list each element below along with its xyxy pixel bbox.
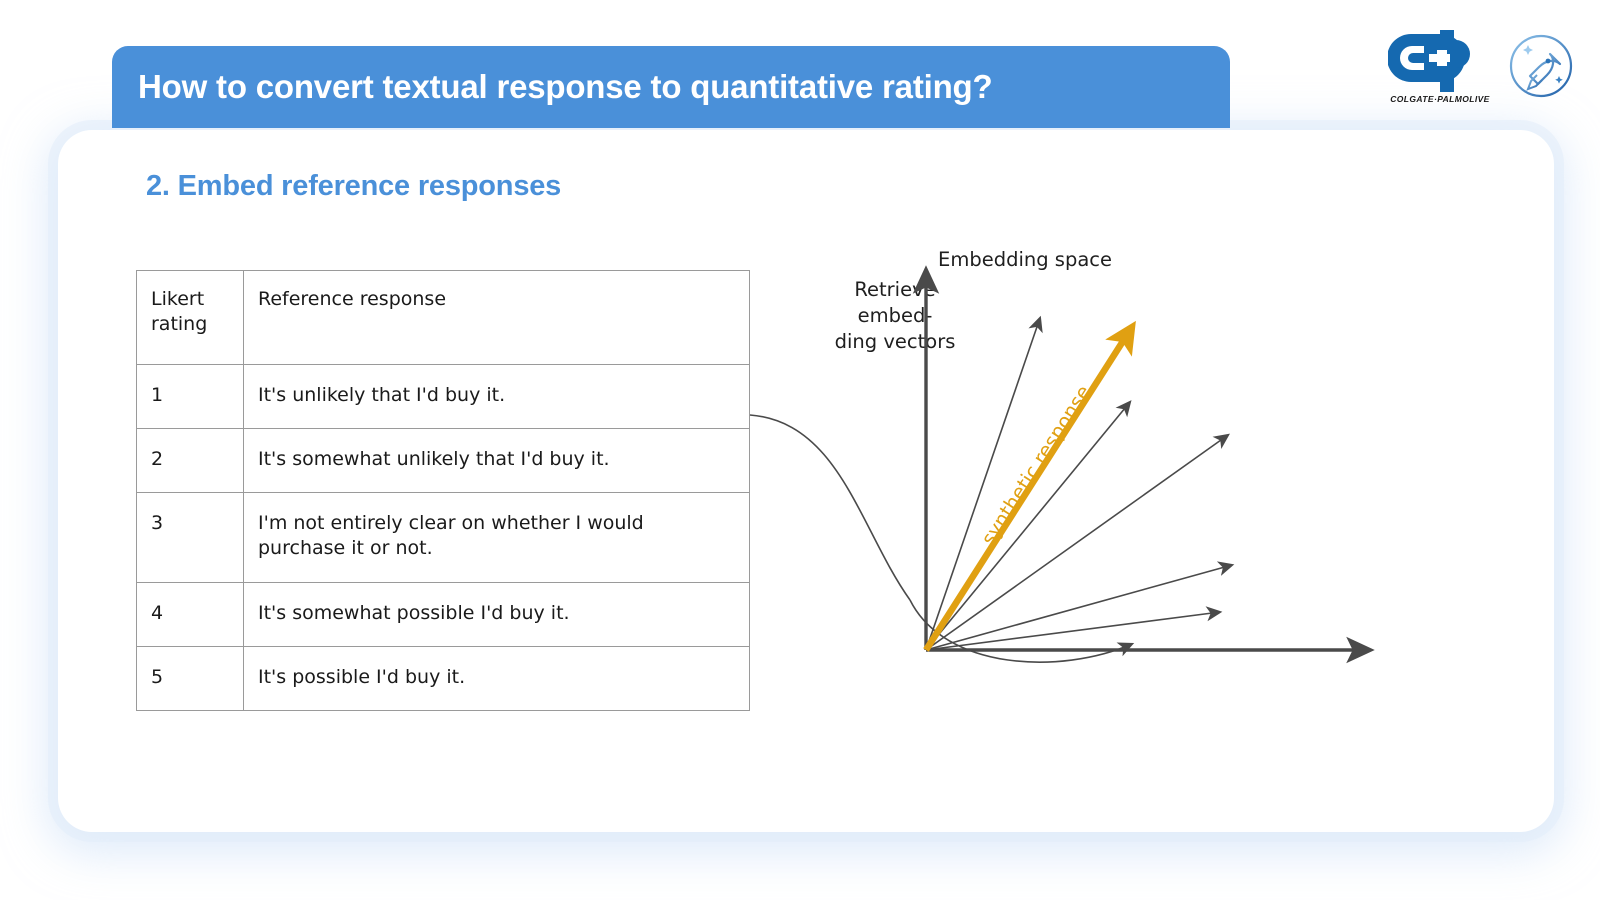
cell-response: It's somewhat possible I'd buy it. [243, 581, 750, 647]
embedding-vector-4 [925, 561, 1235, 651]
cell-response: It's possible I'd buy it. [243, 645, 750, 712]
retrieve-embedding-vectors-label: Retrieve embed- ding vectors [835, 278, 956, 353]
embedding-vector-1 [925, 315, 1043, 651]
column-header-reference-response: Reference response [243, 270, 750, 365]
synthetic-response-vector [923, 320, 1136, 652]
embedding-space-label: Embedding space [938, 248, 1112, 271]
cell-response: I'm not entirely clear on whether I woul… [243, 492, 750, 583]
table-row: 2 It's somewhat unlikely that I'd buy it… [136, 427, 750, 494]
cell-response: It's unlikely that I'd buy it. [243, 363, 750, 429]
table-row: 1 It's unlikely that I'd buy it. [136, 363, 750, 429]
cell-rating: 5 [136, 645, 244, 712]
cell-rating: 3 [136, 492, 244, 583]
colgate-palmolive-wordmark: COLGATE·PALMOLIVE [1390, 94, 1490, 104]
embedding-space-diagram: Embedding space Retrieve embed- ding vec… [749, 248, 1375, 664]
cell-rating: 1 [136, 363, 244, 429]
embedding-vector-3 [925, 433, 1230, 651]
cp-monogram-icon [1387, 30, 1470, 92]
header-banner: How to convert textual response to quant… [112, 46, 1230, 128]
svg-text:Retrieve: Retrieve [854, 278, 935, 301]
colgate-palmolive-logo: COLGATE·PALMOLIVE [1387, 28, 1492, 104]
embedding-vector-5 [925, 606, 1223, 651]
page-title: How to convert textual response to quant… [138, 68, 993, 105]
section-subtitle: 2. Embed reference responses [146, 170, 562, 202]
table-row: 3 I'm not entirely clear on whether I wo… [136, 492, 750, 583]
table-row: 4 It's somewhat possible I'd buy it. [136, 581, 750, 647]
table-row: 5 It's possible I'd buy it. [136, 645, 750, 712]
connector-curve-top [749, 414, 911, 601]
cell-response: It's somewhat unlikely that I'd buy it. [243, 427, 750, 494]
embedding-vector-2 [925, 400, 1132, 651]
svg-text:ding vectors: ding vectors [835, 330, 956, 353]
cell-rating: 2 [136, 427, 244, 494]
rocket-badge-icon [1509, 34, 1573, 98]
branding-logos: COLGATE·PALMOLIVE [1387, 28, 1578, 104]
cell-rating: 4 [136, 581, 244, 647]
connector-curve-arrow [909, 599, 1135, 663]
svg-text:embed-: embed- [858, 304, 933, 327]
